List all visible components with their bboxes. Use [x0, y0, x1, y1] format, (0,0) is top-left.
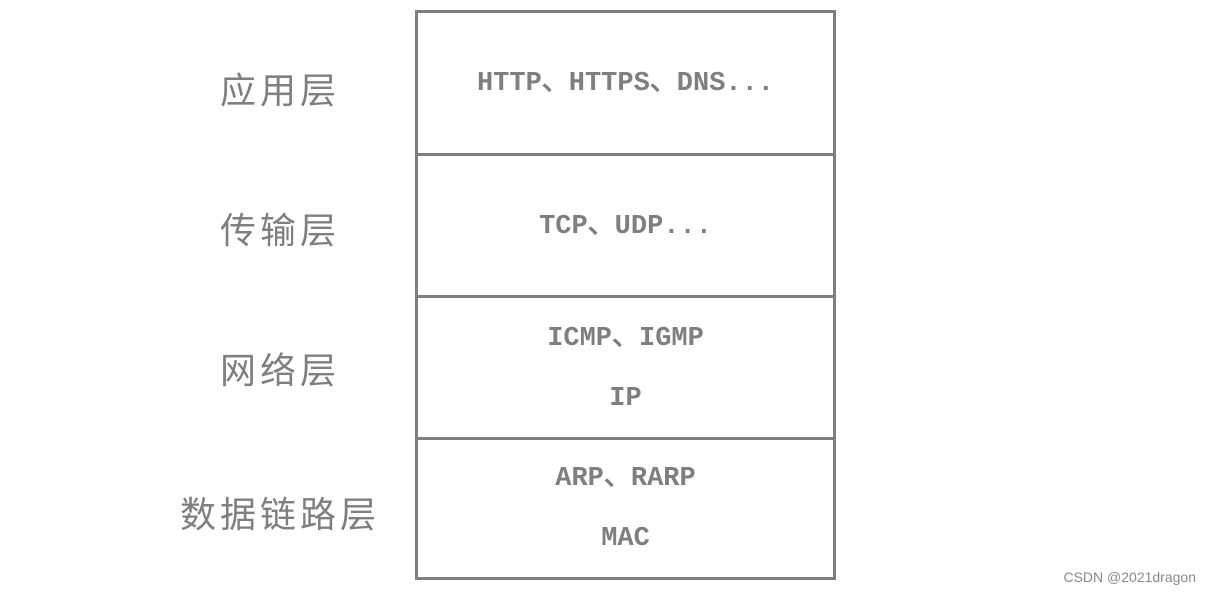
divider	[418, 437, 833, 440]
protocol-text: TCP、UDP...	[539, 211, 712, 242]
protocol-text: IP	[609, 383, 642, 414]
layer-label-network: 网络层	[219, 351, 340, 392]
watermark: CSDN @2021dragon	[1063, 569, 1196, 585]
layer-label-application: 应用层	[219, 71, 340, 112]
divider	[418, 153, 833, 156]
layer-label-transport: 传输层	[219, 211, 340, 252]
protocol-text: HTTP、HTTPS、DNS...	[476, 68, 775, 99]
protocol-text: MAC	[601, 523, 650, 554]
protocol-text: ARP、RARP	[555, 463, 696, 494]
layer-label-datalink: 数据链路层	[179, 495, 380, 536]
protocol-text: ICMP、IGMP	[547, 323, 704, 354]
layer-box-datalink: ARP、RARP MAC	[418, 440, 833, 577]
divider	[418, 295, 833, 298]
layer-box-network: ICMP、IGMP IP	[418, 298, 833, 439]
layer-box-application: HTTP、HTTPS、DNS...	[418, 13, 833, 154]
layer-box-transport: TCP、UDP...	[418, 156, 833, 297]
protocol-stack: HTTP、HTTPS、DNS... TCP、UDP... ICMP、IGMP I…	[415, 10, 836, 580]
